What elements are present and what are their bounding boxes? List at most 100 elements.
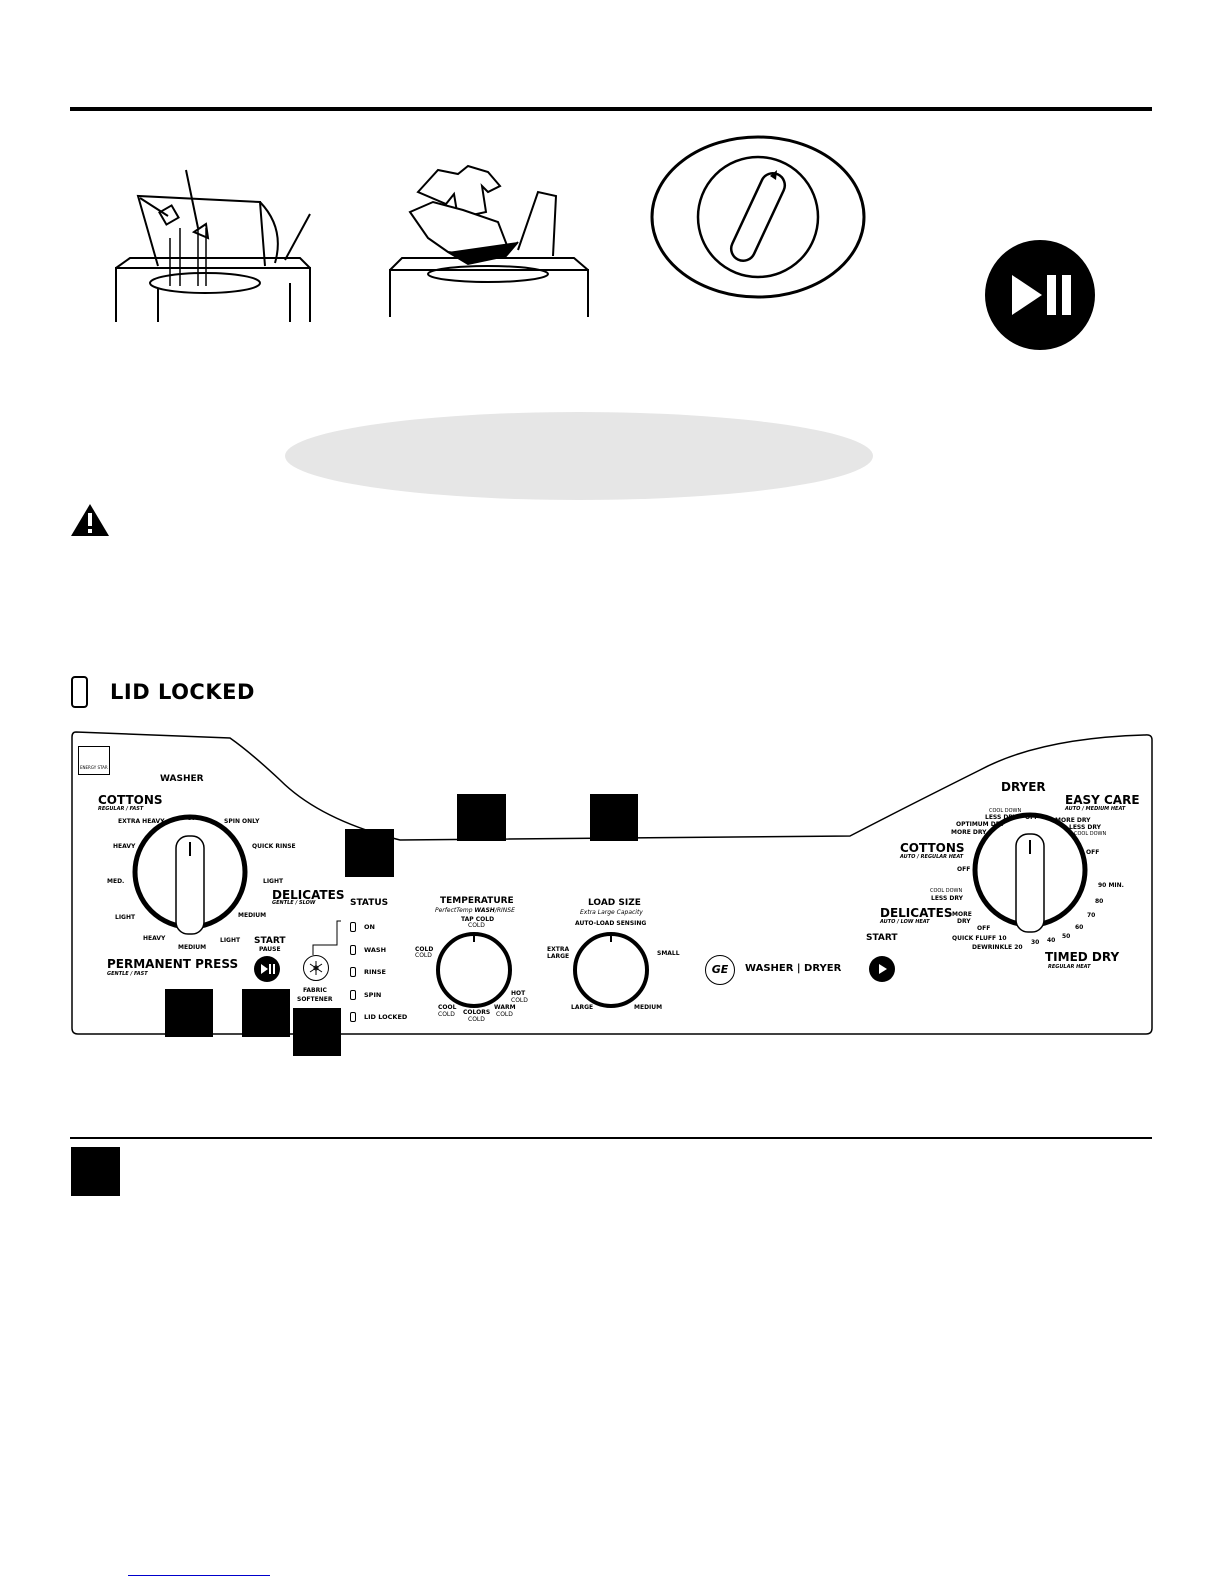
temp-colors-sub: COLD — [468, 1016, 485, 1023]
washer-dryer-text: WASHER | DRYER — [745, 963, 842, 974]
dryer-cool-down-right: COOL DOWN — [1074, 831, 1107, 837]
washer-delicates-label: DELICATES — [272, 888, 345, 902]
washer-cottons-sub: REGULAR / FAST — [98, 806, 144, 812]
washer-dispenser-illustration — [115, 169, 311, 322]
dryer-timed-dry-sub: REGULAR HEAT — [1048, 964, 1091, 970]
highlight-oval — [285, 412, 873, 500]
start-pause-icon — [985, 240, 1095, 350]
load-medium: MEDIUM — [634, 1004, 663, 1011]
dryer-delicates-sub: AUTO / LOW HEAT — [880, 919, 930, 925]
temp-cold: COLD — [415, 946, 434, 953]
dryer-less-dry-top: LESS DRY — [985, 814, 1018, 821]
dryer-optimum-dry: OPTIMUM DRY — [956, 821, 1005, 828]
status-item: WASH — [350, 939, 407, 962]
load-small: SMALL — [657, 950, 680, 957]
load-extra: EXTRA — [547, 946, 570, 953]
washer-medium-bottom-label: MEDIUM — [178, 944, 207, 951]
washer-start-pause-button[interactable] — [254, 956, 280, 982]
dryer-timed-dry-label: TIMED DRY — [1045, 950, 1120, 964]
status-label: RINSE — [364, 968, 386, 977]
washer-light-right-label: LIGHT — [263, 878, 284, 885]
dryer-start-label: START — [866, 933, 898, 943]
washer-permanent-press-sub: GENTLE / FAST — [107, 971, 148, 977]
load-size-subtitle: Extra Large Capacity — [580, 909, 643, 916]
temp-hot: HOT — [511, 990, 526, 997]
washer-quick-rinse-label: QUICK RINSE — [252, 843, 296, 850]
temp-cool: COOL — [438, 1004, 457, 1011]
callout-square — [165, 989, 213, 1037]
dryer-off-top: OFF — [1025, 814, 1039, 821]
status-item: ON — [350, 916, 407, 939]
fabric-softener-line1: FABRIC — [303, 987, 327, 994]
callout-square — [71, 1147, 120, 1196]
footer-link-underline[interactable] — [128, 1575, 270, 1576]
dryer-off-left: OFF — [957, 866, 971, 873]
dryer-t30: 30 — [1031, 939, 1040, 946]
dryer-easy-care-label: EASY CARE — [1065, 793, 1140, 807]
load-extra-large: LARGE — [547, 953, 570, 960]
warning-icon — [71, 504, 109, 536]
callout-square — [242, 989, 290, 1037]
fabric-softener-line2: SOFTENER — [297, 996, 333, 1003]
ge-logo: GE — [705, 955, 735, 985]
status-led — [350, 989, 356, 1000]
status-connector — [312, 920, 341, 955]
status-item: RINSE — [350, 961, 407, 984]
fabric-softener-indicator — [303, 955, 329, 981]
temp-cool-sub: COLD — [438, 1011, 455, 1018]
dryer-cottons-label: COTTONS — [900, 841, 965, 855]
dryer-cool-down-left: COOL DOWN — [930, 888, 963, 894]
washer-permanent-press-label: PERMANENT PRESS — [107, 957, 239, 971]
washer-heavy-bottom-label: HEAVY — [143, 935, 166, 942]
dryer-start-button[interactable] — [869, 956, 895, 982]
temp-hot-sub: COLD — [511, 997, 528, 1004]
washer-pause-label: PAUSE — [259, 946, 281, 953]
load-auto-sensing: AUTO-LOAD SENSING — [575, 920, 647, 927]
washer-spin-only-label: SPIN ONLY — [224, 818, 260, 825]
energy-star-logo: ENERGY STAR — [78, 746, 110, 775]
washer-light-left-label: LIGHT — [115, 914, 136, 921]
dial-knob-illustration — [650, 135, 866, 299]
start-pause-icon — [261, 964, 275, 974]
status-label: WASH — [364, 945, 387, 954]
energy-star-text: ENERGY STAR — [80, 765, 108, 770]
temp-tap-cold: TAP COLD — [461, 916, 495, 923]
dryer-quick-fluff: QUICK FLUFF 10 — [952, 935, 1007, 942]
load-large: LARGE — [571, 1004, 594, 1011]
status-label: ON — [364, 923, 375, 932]
top-rule — [70, 107, 1152, 111]
status-label: SPIN — [364, 990, 382, 999]
dryer-t80: 80 — [1095, 898, 1104, 905]
temp-warm: WARM — [494, 1004, 516, 1011]
status-led — [350, 922, 356, 933]
dryer-cool-down-top: COOL DOWN — [989, 808, 1022, 814]
washer-off-label: OFF — [187, 815, 201, 822]
status-label: LID LOCKED — [364, 1013, 408, 1022]
status-list: ON WASH RINSE SPIN LID LOCKED — [350, 916, 407, 1029]
dryer-t40: 40 — [1047, 937, 1056, 944]
temperature-subtitle: PerfectTemp WASH/RINSE — [435, 907, 515, 914]
status-title: STATUS — [350, 898, 389, 908]
dryer-more-left: MORE — [952, 911, 972, 918]
washer-med-label: MED. — [107, 878, 125, 885]
dryer-off-right: OFF — [1086, 849, 1100, 856]
lid-locked-light — [71, 676, 88, 708]
dryer-dewrinkle: DEWRINKLE 20 — [972, 944, 1023, 951]
lid-locked-label: LID LOCKED — [110, 680, 255, 704]
dryer-dry-left: DRY — [957, 918, 971, 925]
section-rule — [70, 1137, 1152, 1139]
washer-medium-right-label: MEDIUM — [238, 912, 267, 919]
status-led — [350, 944, 356, 955]
loading-clothes-illustration — [389, 164, 589, 317]
temp-colors: COLORS — [463, 1009, 491, 1016]
washer-heavy-top-label: HEAVY — [113, 843, 136, 850]
callout-square — [457, 794, 506, 841]
temp-cold-sub: COLD — [415, 952, 432, 959]
callout-square — [345, 829, 394, 877]
dryer-cottons-sub: AUTO / REGULAR HEAT — [900, 854, 964, 860]
dryer-t90: 90 MIN. — [1098, 882, 1124, 889]
load-size-title: LOAD SIZE — [588, 898, 641, 908]
snowflake-icon — [309, 961, 323, 975]
callout-square — [293, 1008, 341, 1056]
dryer-t50: 50 — [1062, 933, 1071, 940]
